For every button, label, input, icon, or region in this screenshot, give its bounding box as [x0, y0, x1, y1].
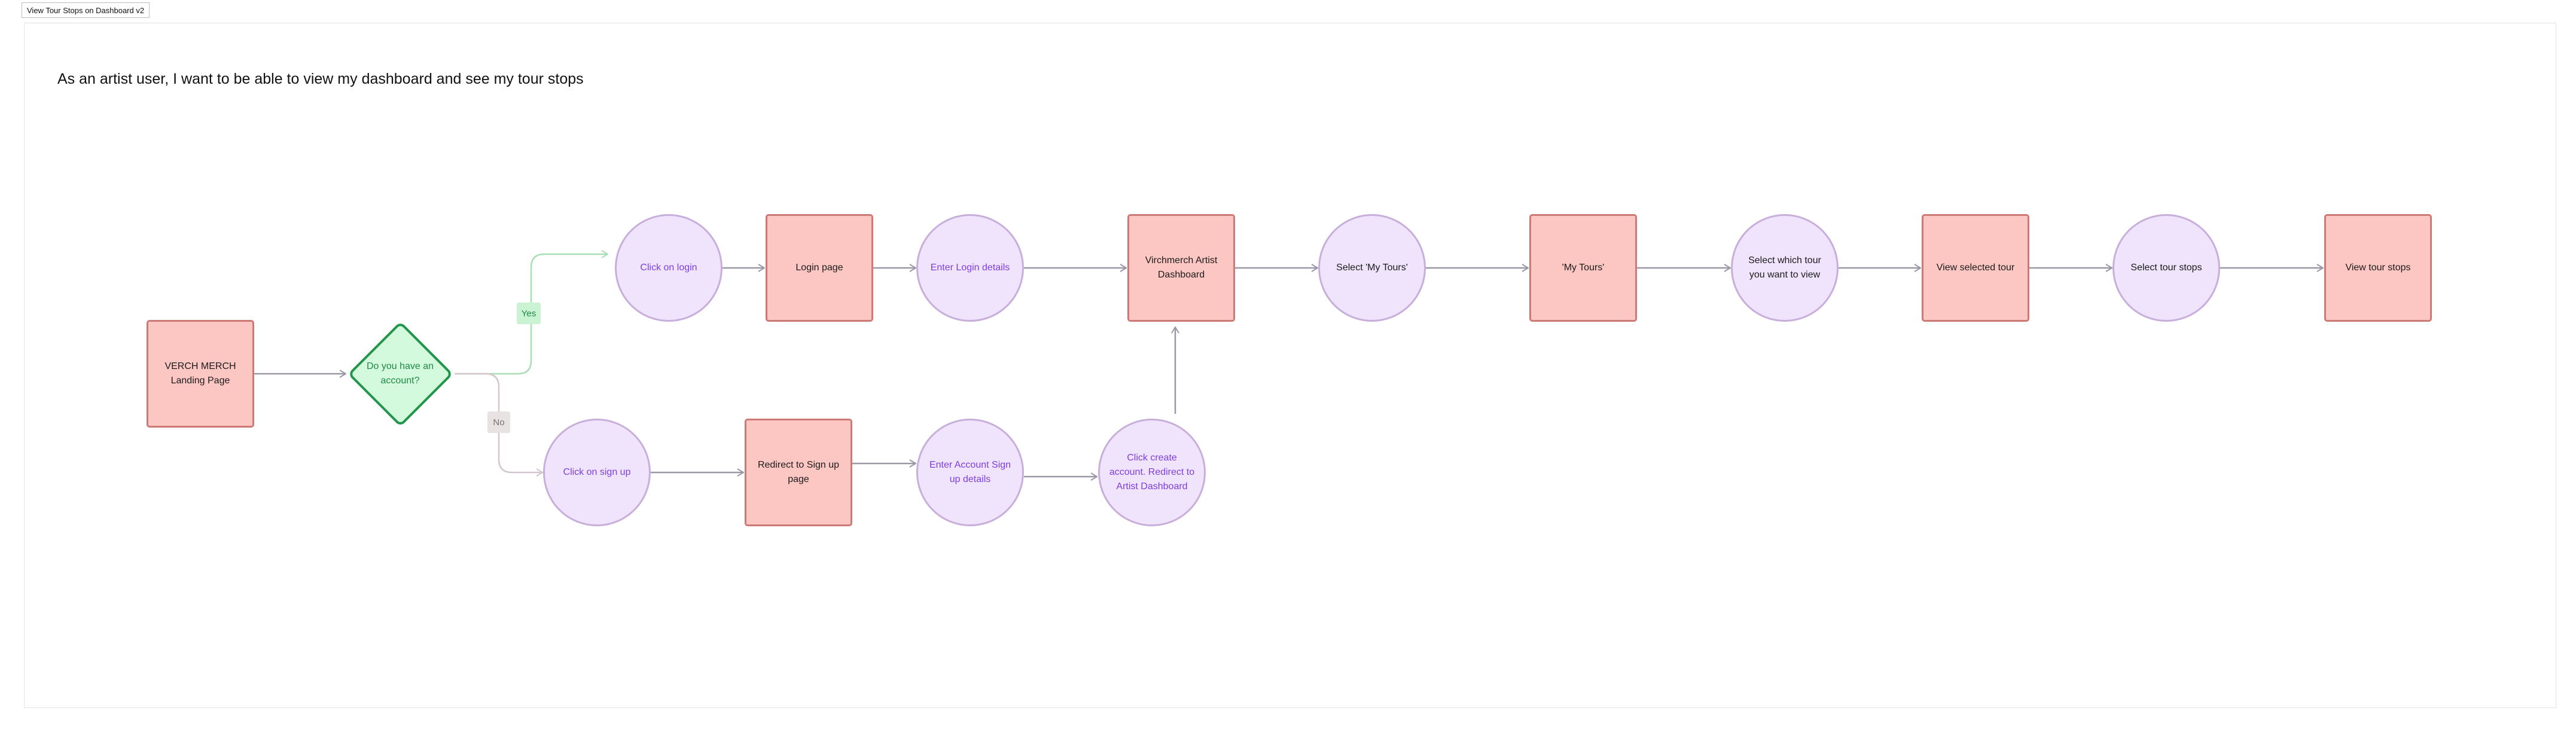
flowchart-frame	[24, 23, 2556, 708]
click-on-login-label: Click on login	[640, 263, 697, 273]
view-tour-stops-node[interactable]: View tour stops	[2324, 214, 2432, 322]
enter-account-details-node[interactable]: Enter Account Sign up details	[916, 419, 1024, 526]
click-on-sign-up-node[interactable]: Click on sign up	[543, 419, 651, 526]
select-tour-stops-node[interactable]: Select tour stops	[2112, 214, 2220, 322]
redirect-sign-up-node[interactable]: Redirect to Sign up page	[745, 419, 852, 526]
select-tour-node[interactable]: Select which tour you want to view	[1731, 214, 1839, 322]
select-my-tours-label: Select 'My Tours'	[1336, 263, 1408, 273]
enter-login-details-label: Enter Login details	[930, 263, 1010, 273]
no-edge-label: No	[487, 411, 510, 433]
yes-edge-label: Yes	[517, 303, 541, 324]
login-page-node[interactable]: Login page	[766, 214, 873, 322]
select-tour-label: Select which tour you want to view	[1748, 255, 1821, 280]
redirect-sign-up-label: Redirect to Sign up page	[757, 460, 840, 484]
landing-page-label: VERCH MERCH Landing Page	[164, 361, 236, 386]
click-on-login-node[interactable]: Click on login	[615, 214, 723, 322]
login-page-label: Login page	[795, 263, 843, 273]
enter-login-details-node[interactable]: Enter Login details	[916, 214, 1024, 322]
create-account-label: Click create account. Redirect to Artist…	[1109, 453, 1195, 492]
view-selected-tour-label: View selected tour	[1936, 263, 2015, 273]
click-on-sign-up-label: Click on sign up	[563, 467, 631, 477]
frame-title-tab[interactable]: View Tour Stops on Dashboard v2	[22, 2, 150, 18]
my-tours-node[interactable]: 'My Tours'	[1529, 214, 1637, 322]
view-selected-tour-node[interactable]: View selected tour	[1922, 214, 2029, 322]
select-tour-stops-label: Select tour stops	[2130, 263, 2202, 273]
select-my-tours-node[interactable]: Select 'My Tours'	[1318, 214, 1426, 322]
artist-dashboard-node[interactable]: Virchmerch Artist Dashboard	[1127, 214, 1235, 322]
user-story-heading: As an artist user, I want to be able to …	[57, 71, 584, 87]
artist-dashboard-label: Virchmerch Artist Dashboard	[1145, 255, 1218, 280]
landing-page-node[interactable]: VERCH MERCH Landing Page	[147, 320, 254, 428]
enter-account-details-label: Enter Account Sign up details	[929, 460, 1011, 484]
create-account-node[interactable]: Click create account. Redirect to Artist…	[1098, 419, 1206, 526]
account-decision-label: Do you have an account?	[366, 361, 434, 386]
my-tours-label: 'My Tours'	[1562, 263, 1605, 273]
view-tour-stops-label: View tour stops	[2345, 263, 2411, 273]
